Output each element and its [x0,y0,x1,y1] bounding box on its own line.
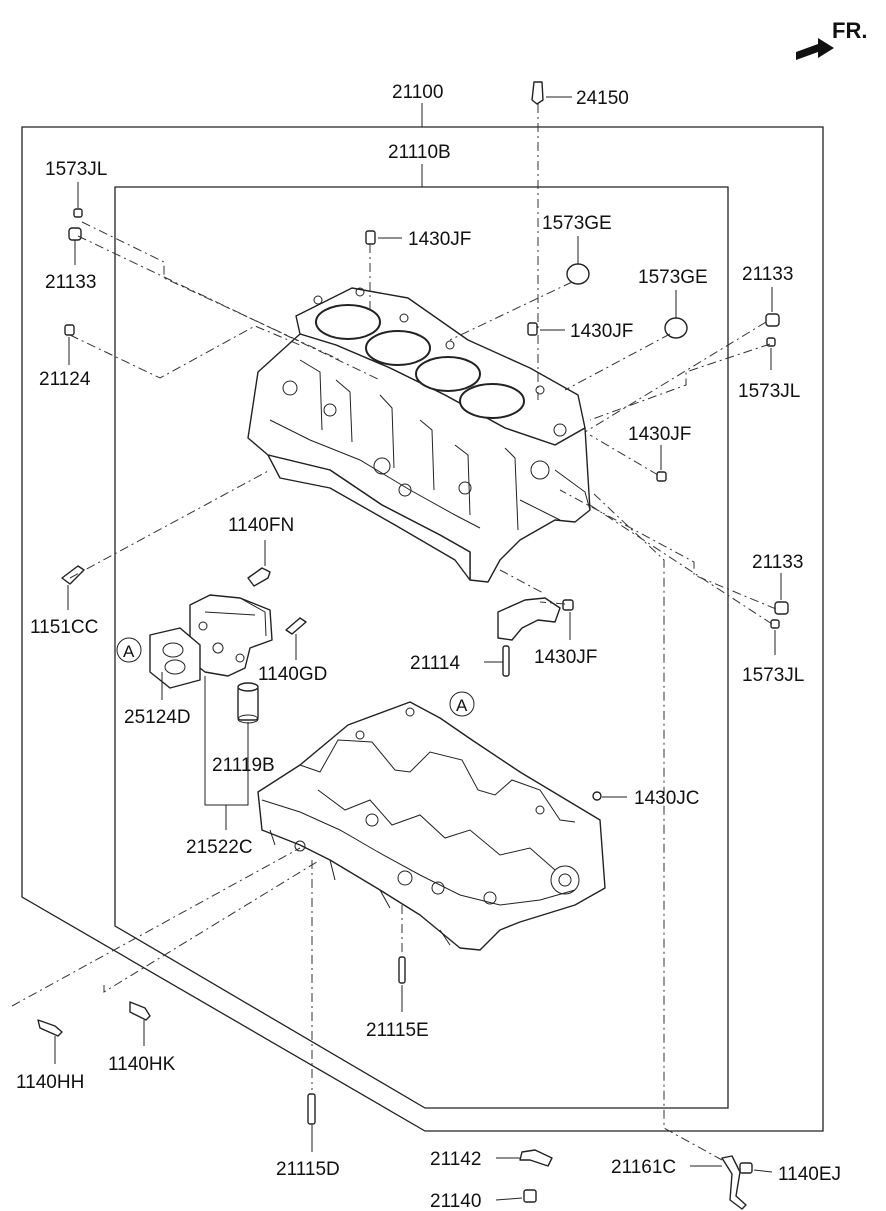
bracket-21142 [519,1149,553,1167]
callout-24150: 24150 [576,88,629,109]
callout-1573ge-1: 1573GE [542,213,612,234]
callout-1151cc: 1151CC [30,617,98,638]
inner-block-frame [114,186,729,1109]
leader-lines [54,96,782,1201]
bolt-1140hh [37,1019,63,1037]
bolt-21115e [398,956,406,984]
bolt-21115d [307,1093,316,1125]
callout-1573jl-br: 1573JL [742,665,804,686]
cylinder-block [247,287,591,583]
callout-1140hh: 1140HH [16,1072,84,1093]
callout-1140fn: 1140FN [228,515,294,536]
outer-assembly-label: 21100 [392,82,443,103]
callout-labels: 24150 1573JL 21133 1430JF 1573GE 1573GE … [16,88,841,1211]
dowel-1430jc [592,791,602,801]
reference-marker-a1-label: A [123,642,135,661]
callout-1430jf-right: 1430JF [628,424,691,445]
plug-21133-tr [765,313,780,327]
bolt-1140fn [247,567,271,587]
callout-21133-r: 21133 [752,552,803,573]
lower-crankcase [257,701,606,951]
callout-25124d: 25124D [124,707,191,728]
reference-marker-a2 [449,691,475,717]
callout-21140: 21140 [430,1191,481,1211]
pin-1430jf-mid [527,322,538,336]
bolt-1140hk [129,1001,151,1021]
callout-21522c: 21522C [186,837,253,858]
outer-assembly-frame [21,126,824,1132]
oil-filter-element [237,682,259,724]
callout-21114: 21114 [410,653,460,674]
callout-21161c: 21161C [611,1157,676,1178]
pin-21124 [64,324,75,336]
inner-block-label: 21110B [388,142,451,163]
front-direction-label: FR. [832,18,867,43]
callout-21115e: 21115E [366,1020,429,1041]
cap-1573ge-1 [566,263,590,285]
bearing-cap [497,597,574,641]
callout-1573jl-r: 1573JL [738,381,800,402]
callout-21115d: 21115D [276,1159,340,1180]
callout-21142: 21142 [430,1149,481,1170]
callout-1430jf-top: 1430JF [408,229,471,250]
callout-1573jl-tl: 1573JL [45,159,107,180]
bolt-1140gd [285,617,307,635]
bolt-21114 [502,645,510,677]
callout-1430jc: 1430JC [634,788,700,809]
front-direction-arrow-icon [796,38,834,60]
callout-1140ej: 1140EJ [778,1164,841,1185]
callout-21124: 21124 [39,369,91,390]
callout-21133-tr: 21133 [742,264,793,285]
callout-1573ge-2: 1573GE [638,267,708,288]
bolt-1140ej [739,1162,753,1174]
callout-21133-tl: 21133 [45,272,96,293]
oil-filter-housing [189,594,273,677]
callout-1430jf-low: 1430JF [534,647,597,668]
plug-21133-tl [68,227,82,241]
dowel-1573jl-br [770,619,780,629]
pipe-21161c [721,1155,747,1210]
pin-1430jf-right [656,471,667,482]
reference-marker-a1 [116,637,142,663]
reference-marker-a2-label: A [456,696,468,715]
callout-1430jf-mid: 1430JF [570,321,633,342]
bolt-1151cc [61,565,85,585]
callout-1140hk: 1140HK [108,1054,176,1075]
pin-1430jf-top [365,230,376,245]
callout-1140gd: 1140GD [258,664,327,685]
callout-21119b: 21119B [212,755,275,776]
sensor-24150 [531,81,544,105]
dowel-1573jl-tl [73,208,83,218]
assembly-lines [11,104,777,1161]
plug-21133-r [774,601,789,615]
plug-21140 [523,1189,537,1203]
